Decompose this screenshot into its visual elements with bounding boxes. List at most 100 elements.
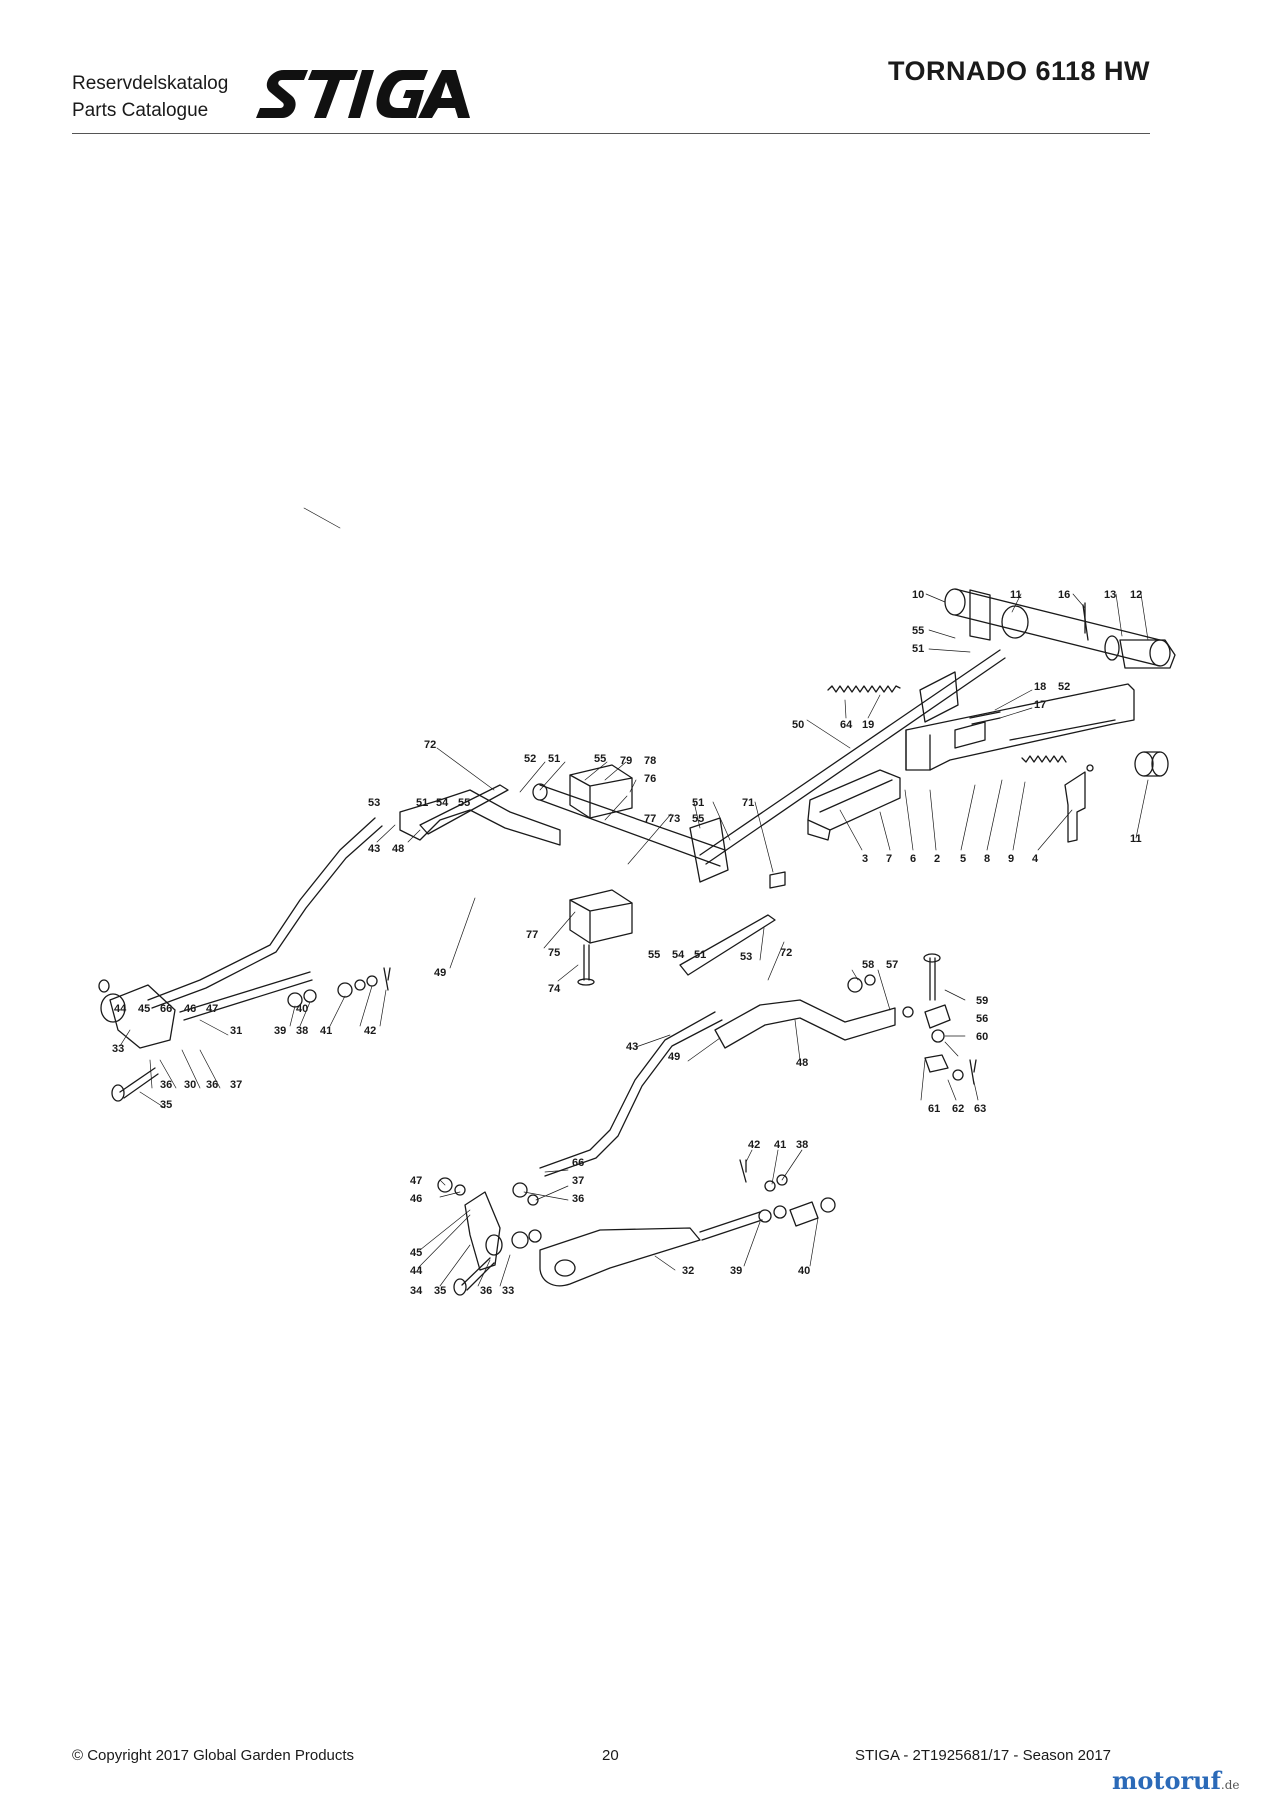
callout-64: 64: [840, 719, 853, 731]
callout-66: 66: [160, 1003, 172, 1015]
part-11-bushing: [1134, 751, 1169, 777]
callout-9: 9: [1008, 853, 1014, 865]
stiga-logo: [256, 70, 470, 118]
callout-51: 51: [416, 797, 428, 809]
callout-33: 33: [502, 1285, 514, 1297]
callout-36: 36: [206, 1079, 218, 1091]
callout-79: 79: [620, 755, 632, 767]
callout-18: 18: [1034, 681, 1046, 693]
callout-38: 38: [296, 1025, 308, 1037]
callout-60: 60: [976, 1031, 988, 1043]
header-divider: [72, 133, 1150, 134]
callout-75: 75: [548, 947, 560, 959]
part-48-lever-lower: [714, 999, 896, 1049]
callout-55: 55: [912, 625, 924, 637]
callout-73: 73: [668, 813, 680, 825]
pedal-shaft: [944, 588, 1176, 669]
callout-77: 77: [526, 929, 538, 941]
callout-37: 37: [230, 1079, 242, 1091]
callout-6: 6: [910, 853, 916, 865]
callout-43: 43: [368, 843, 380, 855]
callout-55: 55: [692, 813, 704, 825]
callout-51: 51: [548, 753, 560, 765]
callout-44: 44: [410, 1265, 423, 1277]
part-43-rod-upper: [147, 817, 383, 1009]
callout-3: 3: [862, 853, 868, 865]
callout-74: 74: [548, 983, 561, 995]
callout-47: 47: [410, 1175, 422, 1187]
part-35-bolt-upper: [119, 1067, 159, 1099]
callout-63: 63: [974, 1103, 986, 1115]
callout-53: 53: [368, 797, 380, 809]
callout-43: 43: [626, 1041, 638, 1053]
callout-78: 78: [644, 755, 656, 767]
callout-61: 61: [928, 1103, 940, 1115]
callout-12: 12: [1130, 589, 1142, 601]
callout-2: 2: [934, 853, 940, 865]
callout-33: 33: [112, 1043, 124, 1055]
footer-page-number: 20: [602, 1747, 619, 1764]
part-threaded-rod-lower: [699, 1211, 763, 1241]
part-72-link-upper: [419, 784, 509, 835]
callout-72: 72: [424, 739, 436, 751]
callout-54: 54: [672, 949, 685, 961]
callout-10: 10: [912, 589, 924, 601]
callout-76: 76: [644, 773, 656, 785]
callout-77: 77: [644, 813, 656, 825]
part-43-rod-lower: [539, 1011, 723, 1177]
callout-31: 31: [230, 1025, 242, 1037]
callout-5: 5: [960, 853, 966, 865]
callout-59: 59: [976, 995, 988, 1007]
callout-38: 38: [796, 1139, 808, 1151]
callout-41: 41: [320, 1025, 332, 1037]
part-50-rod: [699, 649, 1006, 865]
hardware-group-right: [847, 953, 977, 1085]
pedal-frame: [905, 671, 1135, 772]
callout-46: 46: [184, 1003, 196, 1015]
diagram-drawing: [98, 507, 1176, 1296]
callout-55: 55: [594, 753, 606, 765]
callout-53: 53: [740, 951, 752, 963]
watermark-tld: .de: [1220, 1778, 1240, 1792]
callout-48: 48: [392, 843, 404, 855]
footer-document-reference: STIGA - 2T1925681/17 - Season 2017: [855, 1747, 1112, 1764]
callout-40: 40: [798, 1265, 810, 1277]
catalog-label-swedish: Reservdelskatalog: [72, 73, 229, 94]
callout-37: 37: [572, 1175, 584, 1187]
part-72-link-lower: [679, 914, 776, 976]
callout-42: 42: [748, 1139, 760, 1151]
callout-62: 62: [952, 1103, 964, 1115]
watermark: motoruf.de: [1112, 1766, 1240, 1795]
callout-36: 36: [160, 1079, 172, 1091]
part-76-bearing-block: [569, 764, 633, 819]
watermark-name: motoruf: [1112, 1766, 1221, 1795]
hardware-group-lower: [437, 1159, 836, 1249]
part-73-bracket: [689, 817, 729, 883]
callout-35: 35: [160, 1099, 172, 1111]
callout-47: 47: [206, 1003, 218, 1015]
callout-54: 54: [436, 797, 449, 809]
callout-39: 39: [274, 1025, 286, 1037]
callout-58: 58: [862, 959, 874, 971]
part-31-threaded-rod: [179, 971, 313, 1021]
callout-34: 34: [410, 1285, 423, 1297]
callout-55: 55: [648, 949, 660, 961]
part-75-bearing-block: [569, 889, 633, 944]
part-74-bolt: [583, 944, 590, 981]
part-48-lever-upper: [399, 789, 561, 846]
part-7-pedal: [807, 769, 901, 841]
callout-49: 49: [434, 967, 446, 979]
callout-71: 71: [742, 797, 754, 809]
callout-72: 72: [780, 947, 792, 959]
callout-50: 50: [792, 719, 804, 731]
callout-42: 42: [364, 1025, 376, 1037]
callout-46: 46: [410, 1193, 422, 1205]
callout-11: 11: [1010, 589, 1022, 601]
callout-49: 49: [668, 1051, 680, 1063]
callout-44: 44: [114, 1003, 127, 1015]
callout-13: 13: [1104, 589, 1116, 601]
callout-51: 51: [692, 797, 704, 809]
callout-45: 45: [138, 1003, 150, 1015]
callout-8: 8: [984, 853, 990, 865]
callout-55: 55: [458, 797, 470, 809]
